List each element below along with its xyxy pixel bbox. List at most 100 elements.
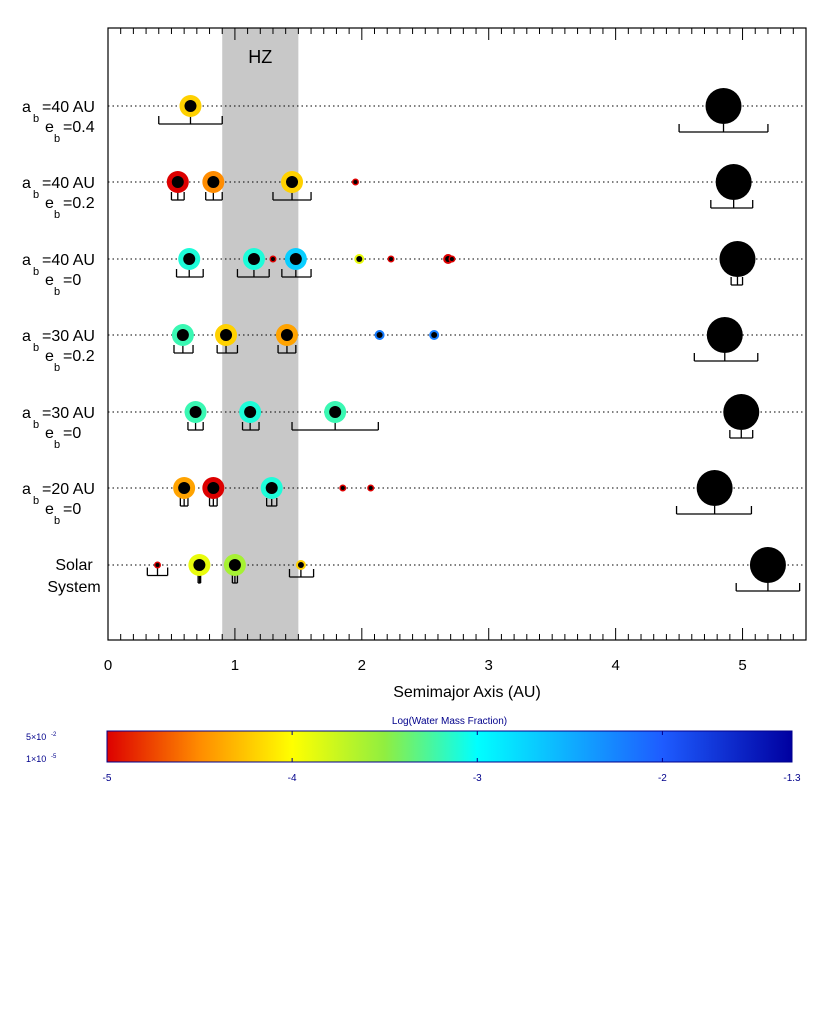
planets-layer xyxy=(153,88,786,583)
colorbar-tick-label: -5 xyxy=(103,773,112,784)
range-bracket xyxy=(170,192,185,201)
row-label-e-sub: b xyxy=(54,362,60,374)
hz-label: HZ xyxy=(248,47,272,67)
planet-core xyxy=(193,559,206,571)
x-tick-label: 2 xyxy=(358,657,366,674)
row-label-a: a xyxy=(22,481,31,498)
planet-core xyxy=(376,332,383,338)
giant-planet xyxy=(706,317,743,353)
plot-frame xyxy=(107,27,807,641)
row-label-a: a xyxy=(22,175,31,192)
x-tick-label: 4 xyxy=(611,657,619,674)
range-bracket xyxy=(231,575,239,584)
colorbar-side-label-exp: -2 xyxy=(51,732,57,738)
range-bracket xyxy=(675,506,753,515)
row-label-a-value: =20 AU xyxy=(42,481,95,498)
range-bracket xyxy=(281,269,312,278)
planet-core xyxy=(368,486,373,490)
row-label-e-sub: b xyxy=(54,209,60,221)
range-bracket xyxy=(288,569,315,578)
planet-core xyxy=(207,176,220,188)
x-tick-label: 5 xyxy=(738,657,746,674)
row-label-a: a xyxy=(22,99,31,116)
planet-core xyxy=(183,253,196,265)
range-bracket xyxy=(208,498,218,507)
planet-core xyxy=(289,253,302,265)
colorbar-side-label: 5×10 xyxy=(26,732,46,742)
range-bracket xyxy=(146,567,169,577)
planet-core xyxy=(184,100,197,112)
planet-core xyxy=(297,562,304,568)
row-label-e-value: =0.2 xyxy=(63,195,95,212)
colorbar-ticks: -5-4-3-2-1.3 xyxy=(103,731,801,784)
giant-planet xyxy=(723,394,760,430)
planet-core xyxy=(178,482,191,494)
range-bracket xyxy=(710,200,754,209)
planet-core xyxy=(329,406,342,418)
colorbar-tick-label: -1.3 xyxy=(783,773,801,784)
planet-core xyxy=(270,257,275,261)
row-label-e: e xyxy=(45,501,54,518)
row-label-e-sub: b xyxy=(54,286,60,298)
planet-core xyxy=(356,256,363,262)
planet-core xyxy=(155,563,160,567)
planet-core xyxy=(265,482,278,494)
colorbar-side-labels: 5×10 -2 1×10 -5 xyxy=(26,732,57,764)
row-label-e: e xyxy=(45,425,54,442)
planet-core xyxy=(247,253,260,265)
range-bracket xyxy=(205,192,223,201)
colorbar-side-label: 1×10 xyxy=(26,754,46,764)
colorbar-title: Log(Water Mass Fraction) xyxy=(392,716,507,727)
giant-planet xyxy=(719,241,756,277)
row-label-a-value: =40 AU xyxy=(42,252,95,269)
row-label-e-sub: b xyxy=(54,515,60,527)
row-label-e: e xyxy=(45,348,54,365)
row-label-a-sub: b xyxy=(33,266,39,278)
row-label-a-sub: b xyxy=(33,495,39,507)
colorbar xyxy=(106,730,793,763)
planet-core xyxy=(244,406,257,418)
row-label-a: a xyxy=(22,328,31,345)
colorbar-side-label-exp: -5 xyxy=(51,754,57,760)
planet-core xyxy=(280,329,293,341)
x-tick-label: 0 xyxy=(104,657,112,674)
row-label-e: e xyxy=(45,272,54,289)
range-bracket xyxy=(729,430,754,439)
row-label-a-sub: b xyxy=(33,189,39,201)
row-label-a-value: =40 AU xyxy=(42,99,95,116)
colorbar-tick-label: -3 xyxy=(473,773,482,784)
planet-core xyxy=(340,486,345,490)
planet-core xyxy=(286,176,299,188)
row-label-a-sub: b xyxy=(33,342,39,354)
range-bracket xyxy=(175,269,204,278)
range-bracket xyxy=(236,269,270,278)
range-bracket xyxy=(158,116,223,125)
giant-planet xyxy=(705,88,742,124)
range-bracket xyxy=(291,422,379,431)
row-label-a-sub: b xyxy=(33,113,39,125)
row-label-e-value: =0 xyxy=(63,272,81,289)
row-label-line1: Solar xyxy=(55,557,93,574)
row-label-e-sub: b xyxy=(54,439,60,451)
row-label-e: e xyxy=(45,119,54,136)
range-bracket xyxy=(265,498,278,507)
row-guide-lines xyxy=(108,105,806,566)
row-label-e-value: =0 xyxy=(63,425,81,442)
row-label-a-value: =30 AU xyxy=(42,328,95,345)
range-bracket xyxy=(693,353,759,362)
row-label-a-sub: b xyxy=(33,419,39,431)
row-label-a-value: =40 AU xyxy=(42,175,95,192)
range-bracket xyxy=(277,345,297,354)
range-bracket xyxy=(272,192,312,201)
row-label-e-value: =0.4 xyxy=(63,119,95,136)
x-axis-label: Semimajor Axis (AU) xyxy=(393,684,541,701)
giant-planet xyxy=(715,164,752,200)
